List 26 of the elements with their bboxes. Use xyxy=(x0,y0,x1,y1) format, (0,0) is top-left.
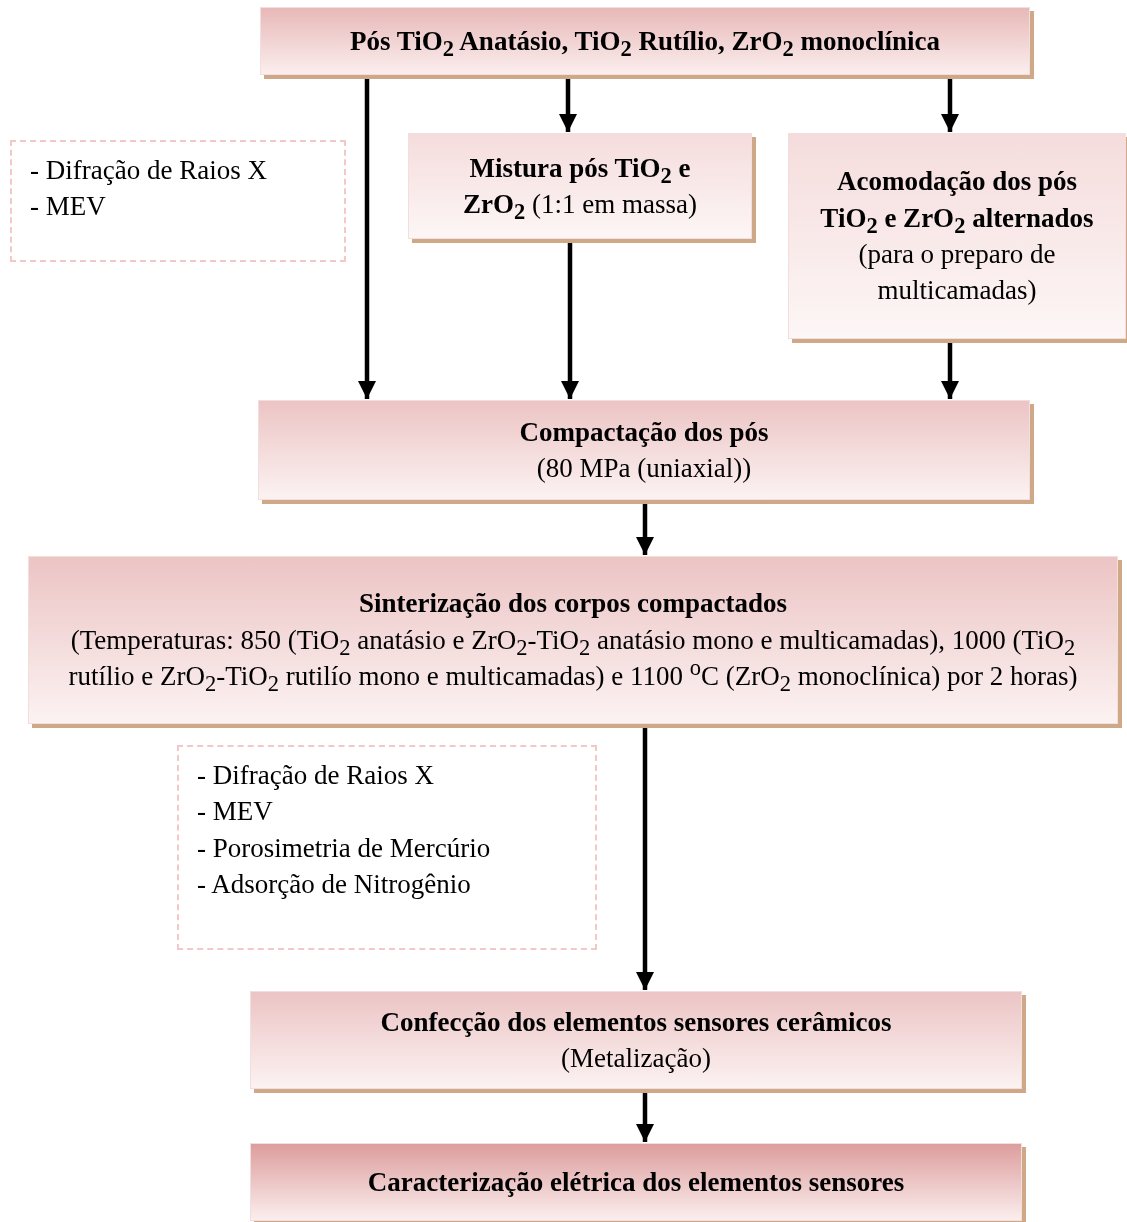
step-title: Confecção dos elementos sensores cerâmicos xyxy=(380,1005,892,1039)
arrow xyxy=(941,340,959,399)
list-item: - Difração de Raios X xyxy=(197,759,434,792)
step-text: Mistura pós TiO$_{2}$ e ZrO$_{2}$ (1:1 em massa) xyxy=(462,151,698,223)
arrow xyxy=(559,76,577,132)
step-text: Pós TiO$_{2}$ Anatásio, TiO$_{2}$ Rutílio, ZrO$_{2}$ monoclínica xyxy=(350,24,940,60)
arrow xyxy=(941,76,959,132)
list-item: - Difração de Raios X xyxy=(30,154,267,187)
step-text: (80 MPa (uniaxial)) xyxy=(536,452,752,485)
arrow xyxy=(636,1090,654,1142)
list-item: - MEV xyxy=(197,795,273,829)
note-box xyxy=(10,140,346,262)
step-text: Acomodação dos pós TiO$_{2}$ e ZrO$_{2}$ alternados (para o preparo de multicamadas) xyxy=(819,165,1095,308)
step-text: (Temperaturas: 850 (TiO$_{2}$ anatásio e ZrO$_{2}$-TiO$_{2}$ anatásio mono e multicamadas), 1000 (TiO$_{2}$ rutílio e ZrO$_{2}$-TiO$_{2}$ rutilío mono e multicamadas) e 1100 $^{o}$C (ZrO$_{2}$ monoclínica) por 2 horas) xyxy=(67,623,1079,695)
note-box xyxy=(177,745,597,950)
arrow xyxy=(561,240,579,399)
arrow xyxy=(636,501,654,555)
list-item: - Adsorção de Nitrogênio xyxy=(197,868,471,902)
step-title: Compactação dos pós xyxy=(519,415,769,449)
list-item: - MEV xyxy=(30,190,106,224)
list-item: - Porosimetria de Mercúrio xyxy=(197,831,491,865)
step-text: Caracterização elétrica dos elementos sensores xyxy=(367,1165,905,1199)
arrow xyxy=(636,725,654,990)
arrow xyxy=(358,76,376,399)
step-title: Sinterização dos corpos compactados xyxy=(358,587,788,621)
step-text: (Metalização) xyxy=(561,1042,711,1075)
